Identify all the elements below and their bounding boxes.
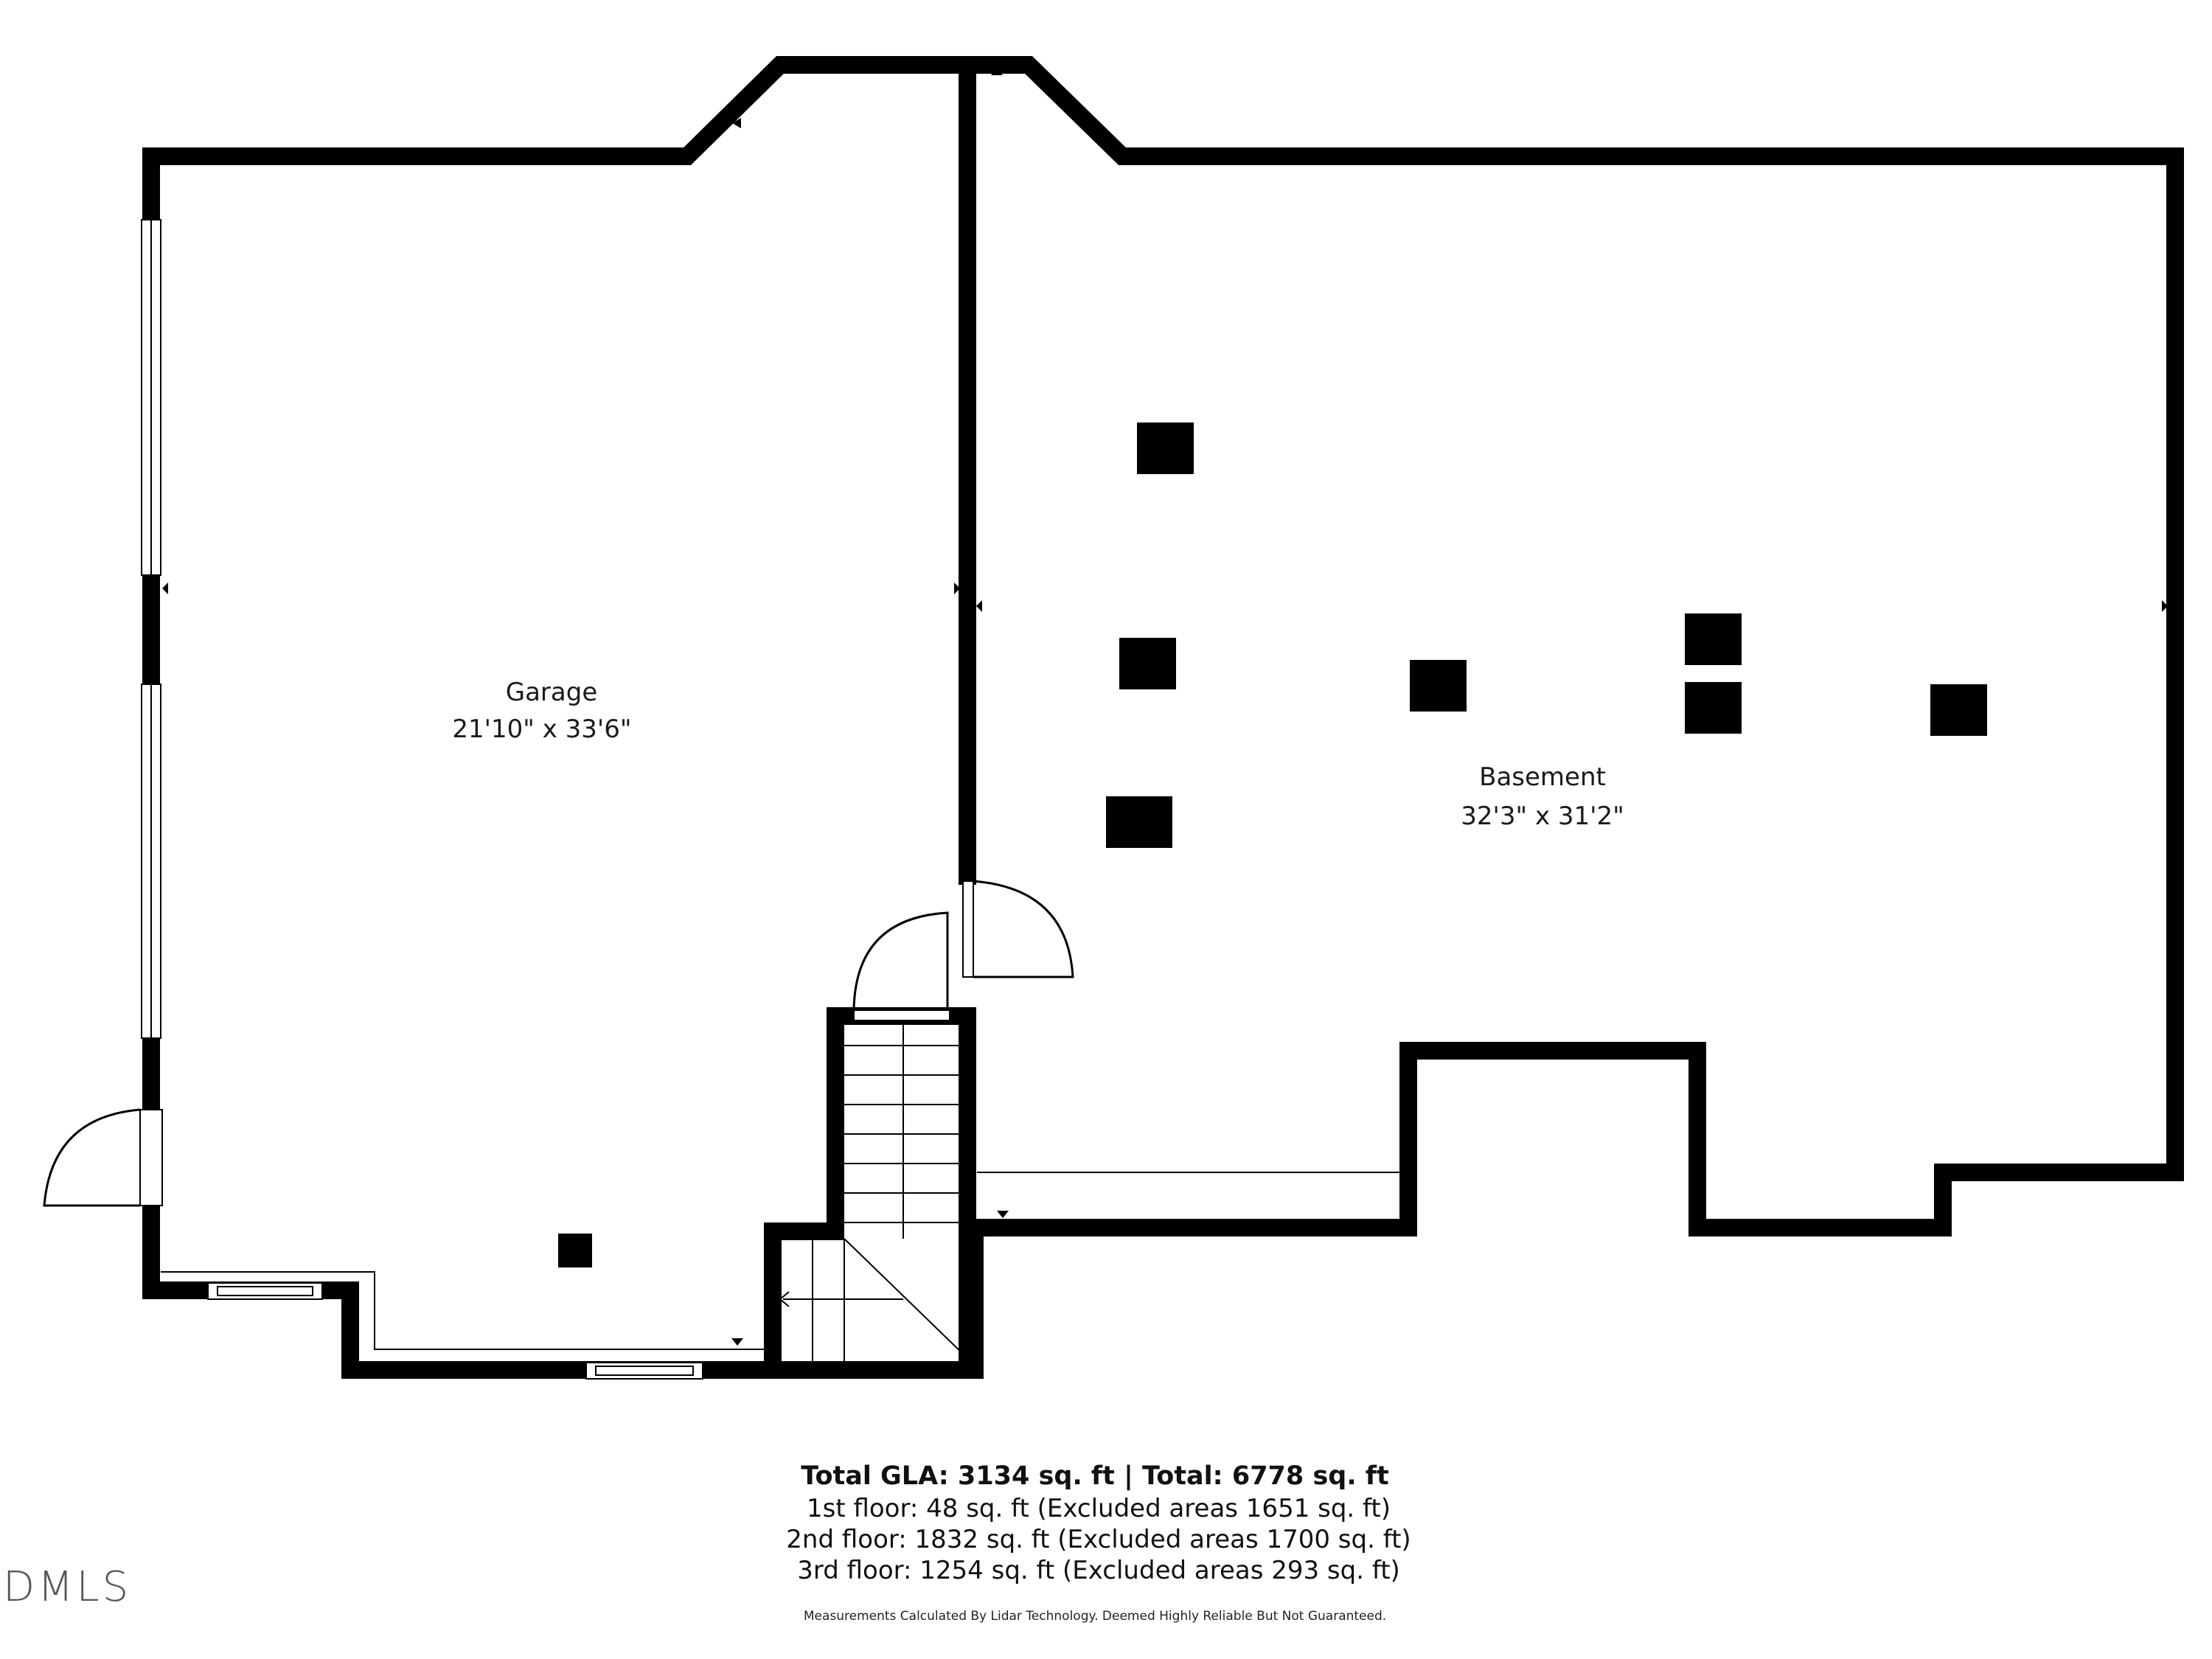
garage-bottom-window-right-inner xyxy=(595,1366,694,1376)
second-floor-area: 2nd floor: 1832 sq. ft (Excluded areas 1… xyxy=(786,1525,1411,1554)
basement-dimensions: 32'3" x 31'2" xyxy=(1461,801,1624,831)
garage-bottom-window-left-inner xyxy=(217,1286,313,1296)
garage-side-door-swing xyxy=(43,1108,141,1207)
basement-door-frame xyxy=(962,880,974,978)
center-partition-wall xyxy=(758,56,976,1379)
garage-step-outline xyxy=(161,1271,764,1350)
garage-side-door-frame xyxy=(139,1109,163,1206)
stair-door-frame xyxy=(853,1009,950,1021)
basement-walls xyxy=(959,56,2184,1237)
basement-label: Basement xyxy=(1479,762,1606,792)
garage-dimensions: 21'10" x 33'6" xyxy=(452,714,631,744)
garage-label: Garage xyxy=(506,678,598,707)
measurement-disclaimer: Measurements Calculated By Lidar Technol… xyxy=(803,1609,1387,1624)
first-floor-area: 1st floor: 48 sq. ft (Excluded areas 165… xyxy=(806,1494,1391,1523)
stair-door-swing xyxy=(852,911,949,1011)
stair-direction-arrow xyxy=(779,1291,790,1307)
third-floor-area: 3rd floor: 1254 sq. ft (Excluded areas 2… xyxy=(797,1556,1400,1585)
measurement-markers xyxy=(162,68,2168,1346)
basement-door-swing xyxy=(973,880,1074,978)
staircase xyxy=(779,1019,967,1361)
support-columns xyxy=(558,422,1987,1267)
dmls-logo: DMLS xyxy=(3,1563,132,1611)
total-area-summary: Total GLA: 3134 sq. ft | Total: 6778 sq.… xyxy=(801,1461,1389,1491)
